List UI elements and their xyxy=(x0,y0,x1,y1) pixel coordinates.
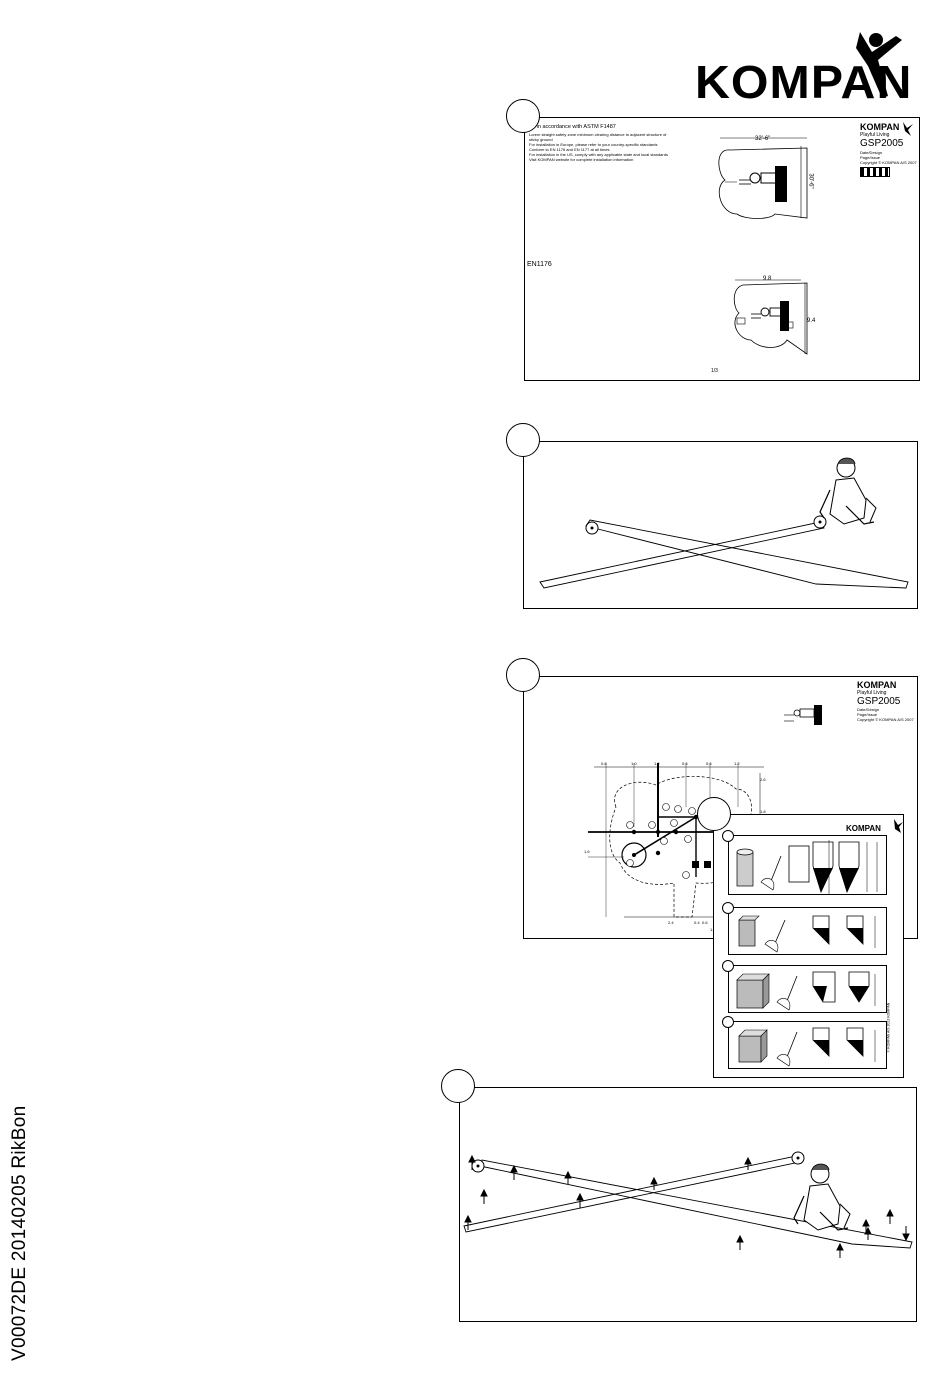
stake-marking-drawing xyxy=(463,1151,913,1258)
kompan-figure-icon xyxy=(856,32,902,98)
panel1-product-code: GSP2005 xyxy=(860,138,904,149)
standard-label: EN1176 xyxy=(527,261,552,268)
dimension-label: 9.8 xyxy=(763,276,772,282)
measuring-tape-drawing xyxy=(539,515,909,589)
panel1-meta: Page/Issue xyxy=(860,155,881,160)
panel3-meta: Page/Issue xyxy=(857,712,878,717)
dimension-label: 1.6 xyxy=(584,849,590,854)
sub-step-circle xyxy=(722,902,734,914)
step-5-panel xyxy=(459,1087,917,1322)
step-number-circle xyxy=(697,797,731,831)
panel3-meta: Copyright © KOMPAN A/S 2007 xyxy=(857,717,914,722)
sub-step-circle xyxy=(722,830,734,842)
dimension-label: 1.2 xyxy=(654,761,660,766)
footing-drawing xyxy=(738,1027,876,1067)
dimension-label: 1.0 xyxy=(710,927,716,932)
dimension-label: 0.8 xyxy=(601,761,607,766)
panel3-tagline: Playful Living xyxy=(857,690,887,696)
step-number-circle xyxy=(441,1069,475,1103)
dimension-label: 1.2 xyxy=(734,761,740,766)
footing-drawing xyxy=(736,971,876,1011)
panel1-note-line: For installation in the US, comply with … xyxy=(529,152,668,157)
step-1-panel: ne in accordance with ASTM F1487 Lorem s… xyxy=(524,117,920,381)
step-number-circle xyxy=(506,658,540,692)
panel1-note-line: Lorem straight safety zone minimum clear… xyxy=(529,132,667,137)
panel1-scale-bar xyxy=(860,167,890,177)
panel1-tagline: Playful Living xyxy=(860,132,890,138)
dimension-label: 1.0 xyxy=(631,761,637,766)
layout-plan-drawing xyxy=(588,705,822,918)
document-code: V00072DE 20140205 RikBon xyxy=(9,1105,30,1361)
step-number-circle xyxy=(506,99,540,133)
panel1-note-line: Visit KOMPAN website for complete instal… xyxy=(529,157,634,162)
dimension-label: 0.6 xyxy=(706,761,712,766)
sub-step-circle xyxy=(722,1016,734,1028)
footing-option-1 xyxy=(728,835,887,895)
footing-detail-sheet: KOMPAN © KOMPAN A/S 2013 KOMPAN xyxy=(713,814,904,1078)
panel1-meta: Copyright © KOMPAN A/S 2007 xyxy=(860,160,917,165)
panel3-brand: KOMPAN xyxy=(857,680,897,690)
dimension-label: 0.4 xyxy=(694,920,700,925)
page-number: 1/3 xyxy=(711,368,718,374)
registered-mark: ® xyxy=(898,88,907,100)
dimension-label: 9.4 xyxy=(807,318,816,324)
panel1-note-line: sticky ground xyxy=(529,137,553,142)
footing-option-2 xyxy=(728,907,887,955)
site-plan-drawing xyxy=(718,122,913,355)
panel1-meta: Date/Design xyxy=(860,150,883,155)
panel3-product-code: GSP2005 xyxy=(857,696,901,707)
panel1-note-line: Conform to EN 1176 and EN 1177 at all ti… xyxy=(529,147,610,152)
sub-step-circle xyxy=(722,960,734,972)
footing-option-4 xyxy=(728,1021,887,1069)
overlay-brand: KOMPAN xyxy=(846,824,881,833)
dimension-label: 32'-6" xyxy=(755,136,771,142)
dimension-label: 2.4 xyxy=(668,920,674,925)
overlay-star-icon xyxy=(894,819,903,833)
panel1-note-title: ne in accordance with ASTM F1487 xyxy=(529,124,616,130)
installer-person-icon xyxy=(819,457,877,525)
footing-drawing xyxy=(738,915,876,953)
panel1-note-line: For installation in Europe, please refer… xyxy=(529,142,658,147)
dimension-label: 2.6 xyxy=(760,777,766,782)
footing-drawing xyxy=(736,840,878,894)
dimension-label: 0.6 xyxy=(702,920,708,925)
dimension-label: 0.6 xyxy=(682,761,688,766)
step-2-panel xyxy=(523,441,918,609)
panel3-meta: Date/Design xyxy=(857,707,880,712)
dimension-label: 1.8 xyxy=(760,809,766,814)
footing-option-3 xyxy=(728,965,887,1013)
installer-person-icon xyxy=(793,1163,851,1231)
panel1-brand: KOMPAN xyxy=(860,122,900,132)
step-number-circle xyxy=(506,423,540,457)
